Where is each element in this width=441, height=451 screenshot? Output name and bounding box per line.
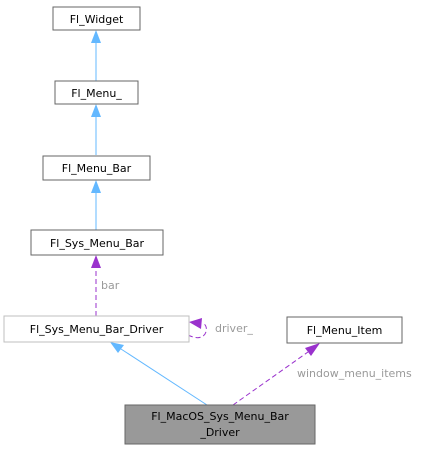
node-fl-widget[interactable]: Fl_Widget: [52, 6, 141, 31]
node-fl-sys-menu-bar-label: Fl_Sys_Menu_Bar: [50, 237, 145, 250]
node-fl-sys-menu-bar-driver[interactable]: Fl_Sys_Menu_Bar_Driver: [3, 315, 190, 343]
node-fl-menu-item[interactable]: Fl_Menu_Item: [286, 316, 403, 344]
edge-bar: [91, 255, 101, 316]
node-fl-menu-bar[interactable]: Fl_Menu_Bar: [42, 155, 151, 181]
node-fl-sys-menu-bar-driver-label: Fl_Sys_Menu_Bar_Driver: [30, 323, 164, 336]
edge-driver-self: [187, 318, 207, 338]
node-fl-sys-menu-bar[interactable]: Fl_Sys_Menu_Bar: [30, 229, 164, 256]
edge-label-bar: bar: [101, 279, 120, 292]
node-fl-menu[interactable]: Fl_Menu_: [54, 80, 139, 105]
node-fl-menu-item-label: Fl_Menu_Item: [307, 324, 383, 337]
node-fl-macos-sys-menu-bar-driver: Fl_MacOS_Sys_Menu_Bar _Driver: [124, 404, 316, 445]
node-fl-menu-bar-label: Fl_Menu_Bar: [62, 162, 132, 175]
edge-macos-to-driver: [110, 342, 208, 406]
node-fl-macos-label-line1: Fl_MacOS_Sys_Menu_Bar: [151, 410, 289, 423]
edge-menubar-to-menu: [91, 104, 101, 155]
node-fl-widget-label: Fl_Widget: [70, 13, 124, 26]
edge-label-window-menu-items: window_menu_items: [297, 367, 412, 380]
node-fl-menu-label: Fl_Menu_: [71, 87, 122, 100]
edge-window-menu-items: [232, 343, 320, 406]
node-fl-macos-label-line2: _Driver: [199, 426, 240, 439]
edge-menu-to-widget: [91, 30, 101, 81]
edge-label-driver: driver_: [215, 322, 253, 335]
edge-sysmenubar-to-menubar: [91, 180, 101, 230]
